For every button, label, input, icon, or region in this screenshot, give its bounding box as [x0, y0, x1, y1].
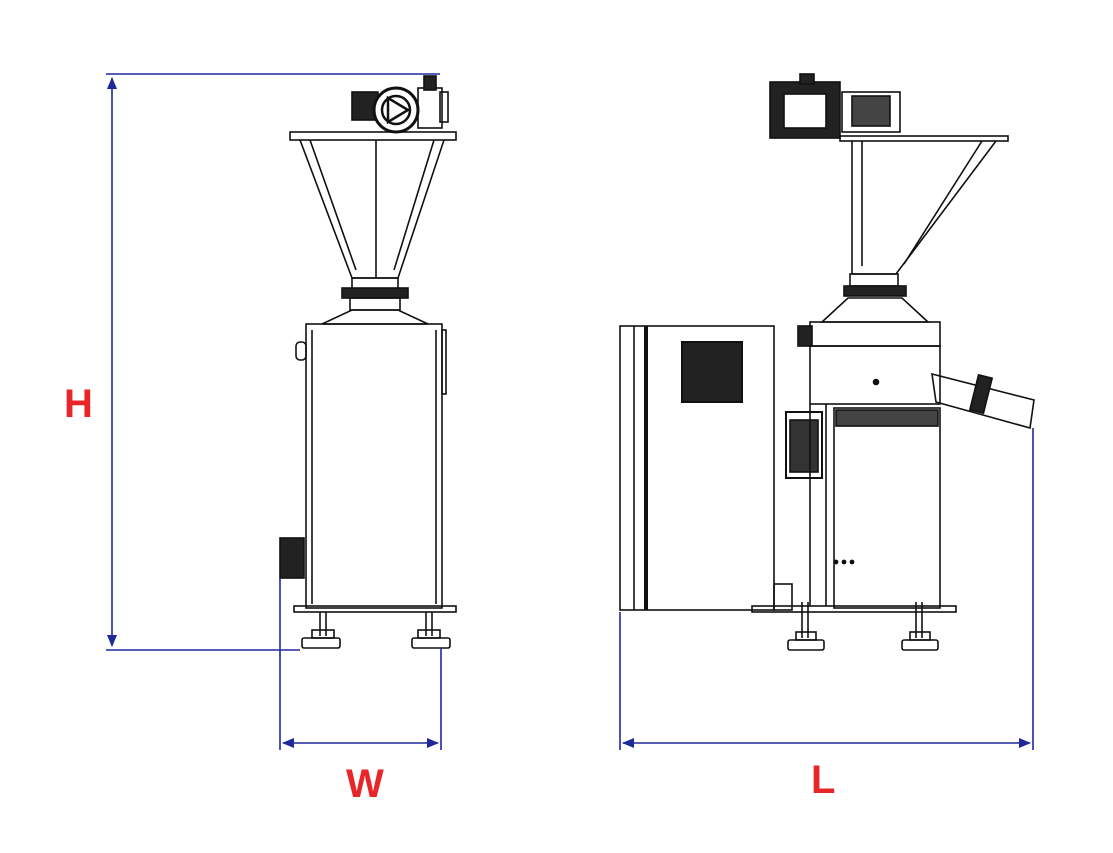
dimension-lines [106, 73, 1034, 750]
side-base-plate [751, 605, 957, 613]
front-view [279, 75, 457, 649]
side-view [619, 73, 1035, 651]
side-hopper [851, 140, 997, 275]
side-feet [787, 602, 939, 651]
side-top-plate [839, 135, 1009, 142]
front-flange [341, 287, 409, 299]
side-motor [769, 73, 901, 139]
control-cabinet [619, 325, 775, 611]
front-motor [351, 75, 449, 134]
front-side-box [279, 537, 305, 579]
front-base-plate [293, 605, 457, 613]
front-feet [301, 612, 451, 649]
height-label: H [64, 382, 93, 426]
front-hopper [299, 139, 445, 279]
discharge-chute [931, 372, 1035, 430]
cabinet-display [681, 341, 743, 403]
front-body [305, 323, 443, 609]
front-top-plate [289, 131, 457, 141]
side-flange [843, 285, 907, 297]
length-label: L [811, 758, 836, 802]
side-body [809, 345, 941, 405]
width-label: W [346, 762, 384, 806]
